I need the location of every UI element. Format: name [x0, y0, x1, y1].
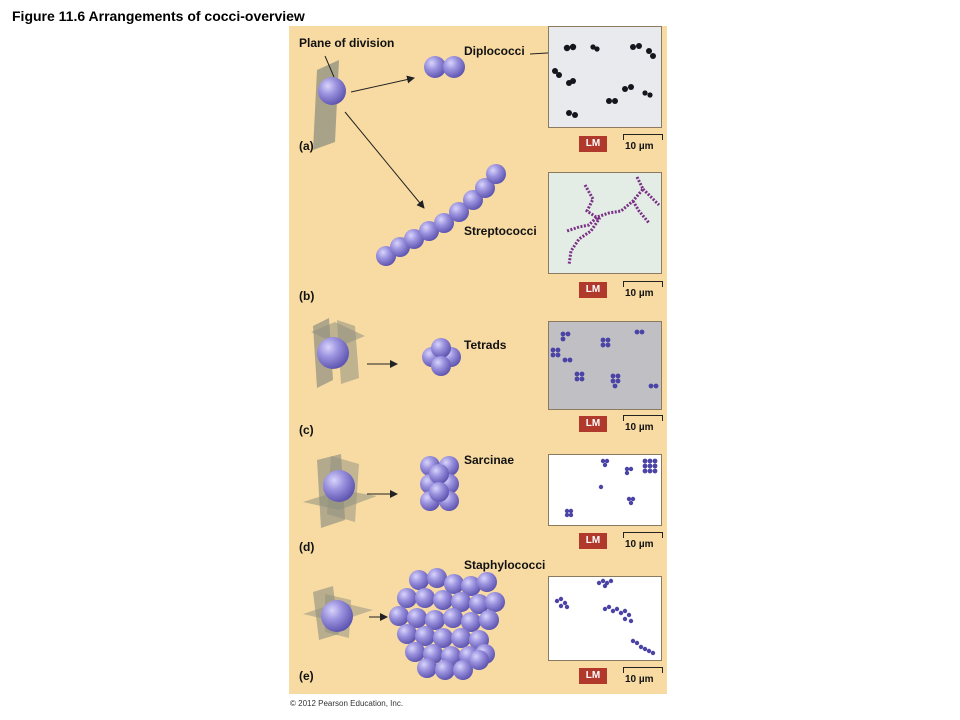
- diplococci-dividing-cell: [313, 55, 346, 150]
- staphylococcus-cell: [433, 590, 453, 610]
- micrograph-streptococci: [548, 172, 662, 274]
- scale-bar-e: 10 µm: [621, 667, 665, 689]
- lm-badge-e: LM: [579, 668, 607, 684]
- tetrads-dividing-cell: [311, 318, 365, 388]
- copyright-credit: © 2012 Pearson Education, Inc.: [290, 699, 404, 708]
- staphylococcus-cell: [453, 660, 473, 680]
- panel-label-a: (a): [299, 139, 314, 153]
- arrow-to-streptococci: [344, 111, 425, 209]
- staphylococcus-cell: [407, 608, 427, 628]
- sarcinae-cells: [420, 456, 459, 511]
- staphylococcus-cell: [461, 576, 481, 596]
- streptococci-chain: [376, 164, 506, 266]
- staphylococcus-cell: [469, 594, 489, 614]
- staphylococcus-cell: [479, 610, 499, 630]
- staphylococcus-cell: [433, 628, 453, 648]
- figure-title: Figure 11.6 Arrangements of cocci-overvi…: [12, 8, 305, 24]
- staphylococci-dividing-cell: [303, 586, 373, 640]
- scale-text-b: 10 µm: [625, 288, 654, 299]
- staphylococcus-cell: [415, 588, 435, 608]
- staphylococcus-cell: [451, 592, 471, 612]
- staphylococcus-cell: [397, 588, 417, 608]
- cocci-diagram: [303, 47, 635, 680]
- lm-badge-d: LM: [579, 533, 607, 549]
- plane-pointer-line: [324, 55, 335, 78]
- panel-label-c: (c): [299, 423, 314, 437]
- tetrads-label: Tetrads: [464, 338, 507, 352]
- staphylococcus-cell: [425, 610, 445, 630]
- scale-bar-d: 10 µm: [621, 532, 665, 554]
- staphylococcus-cell: [444, 574, 464, 594]
- staphylococcus-cell: [469, 650, 489, 670]
- staphylococcus-cell: [451, 628, 471, 648]
- staphylococcus-cell: [405, 642, 425, 662]
- staphylococcus-cell: [409, 570, 429, 590]
- panel-label-b: (b): [299, 289, 315, 303]
- staphylococci-label: Staphylococci: [464, 558, 546, 572]
- lm-badge-a: LM: [579, 136, 607, 152]
- staphylococcus-cell: [397, 624, 417, 644]
- micrograph-sarcinae: [548, 454, 662, 526]
- arrow-to-diplococci: [350, 75, 415, 93]
- staphylococcus-cell: [477, 572, 497, 592]
- staphylococcus-cell: [427, 568, 447, 588]
- plane-of-division-label: Plane of division: [299, 36, 395, 50]
- panel-label-d: (d): [299, 540, 315, 554]
- staphylococcus-cell: [435, 660, 455, 680]
- staphylococci-cluster: [389, 568, 505, 680]
- lm-badge-b: LM: [579, 282, 607, 298]
- scale-text-c: 10 µm: [625, 422, 654, 433]
- sarcinae-dividing-cell: [303, 454, 377, 528]
- scale-bar-c: 10 µm: [621, 415, 665, 437]
- scale-bar-b: 10 µm: [621, 281, 665, 303]
- micrograph-tetrads: [548, 321, 662, 410]
- staphylococcus-cell: [415, 626, 435, 646]
- panel-label-e: (e): [299, 669, 314, 683]
- figure-panel: Plane of division Diplococci Streptococc…: [289, 26, 667, 694]
- staphylococcus-cell: [389, 606, 409, 626]
- scale-text-a: 10 µm: [625, 141, 654, 152]
- lm-badge-c: LM: [579, 416, 607, 432]
- diplococci-label: Diplococci: [464, 44, 525, 58]
- micrograph-staphylococci: [548, 576, 662, 661]
- staphylococcus-cell: [461, 612, 481, 632]
- sarcinae-label: Sarcinae: [464, 453, 515, 467]
- staphylococcus-cell: [485, 592, 505, 612]
- tetrads-cells: [422, 338, 461, 376]
- staphylococcus-cell: [417, 658, 437, 678]
- diplococci-cells: [424, 56, 465, 78]
- micrograph-diplococci: [548, 26, 662, 128]
- staphylococcus-cell: [443, 608, 463, 628]
- scale-text-d: 10 µm: [625, 539, 654, 550]
- scale-bar-a: 10 µm: [621, 134, 665, 156]
- streptococci-label: Streptococci: [464, 224, 537, 238]
- scale-text-e: 10 µm: [625, 674, 654, 685]
